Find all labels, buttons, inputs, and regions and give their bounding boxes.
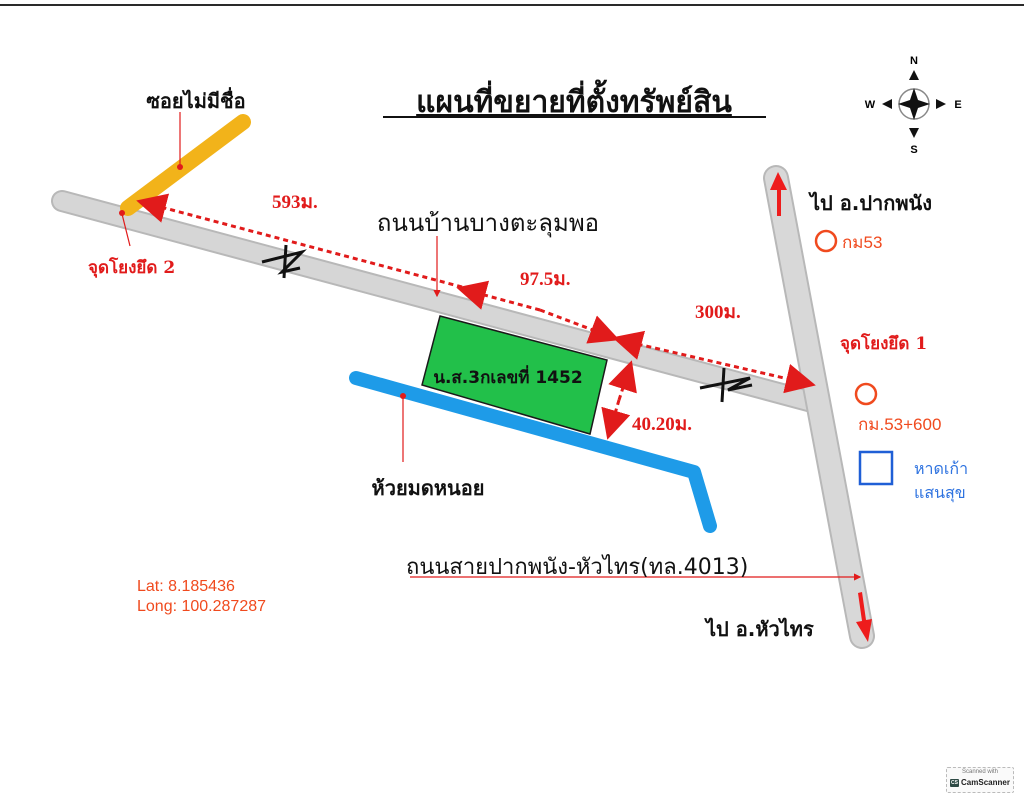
south-arrow-icon — [856, 592, 872, 642]
dimension-40-20-b — [601, 399, 631, 440]
dimension-593 — [136, 193, 463, 289]
dimension-97-5-b — [539, 308, 620, 344]
compass-e: E — [954, 99, 961, 111]
road-break-symbol — [261, 244, 307, 279]
label-landmark-1: หาดเก้า — [914, 459, 968, 478]
dimension-40-20-a — [608, 360, 637, 401]
label-97-5: 97.5ม. — [520, 269, 571, 290]
dimension-300-start — [612, 330, 646, 360]
dimension-97-5-a — [456, 280, 541, 312]
main-road — [51, 190, 823, 413]
compass-n: N — [910, 55, 918, 67]
top-border-line — [0, 4, 1024, 6]
label-point2: จุดโยงยึด 2 — [88, 257, 175, 278]
watermark-brand: CS CamScanner — [947, 777, 1013, 788]
north-arrow-icon — [770, 172, 787, 216]
stream-line — [349, 371, 717, 533]
leader-soi-dot — [177, 164, 183, 170]
label-km53-600: กม.53+600 — [858, 415, 941, 434]
label-km53: กม53 — [842, 233, 882, 252]
label-stream: ห้วยมดหนอย — [372, 476, 485, 500]
leader-stream-dot — [400, 393, 406, 399]
compass-icon — [882, 70, 946, 138]
compass-s: S — [910, 144, 917, 156]
coord-long: Long: 100.287287 — [137, 598, 266, 615]
road-break-symbol — [699, 367, 753, 403]
landmark-square-icon — [858, 450, 894, 486]
km53-600-circle-icon — [854, 382, 878, 406]
leader-point2-dot — [119, 210, 125, 216]
label-point1: จุดโยงยึด 1 — [840, 333, 927, 354]
label-300: 300ม. — [695, 302, 741, 323]
label-side-soi: ซอยไม่มีชื่อ — [146, 86, 245, 113]
km53-circle-icon — [814, 229, 838, 253]
compass-w: W — [865, 99, 876, 111]
label-main-road: ถนนบ้านบางตะลุมพอ — [377, 209, 599, 238]
label-to-north: ไป อ.ปากพนัง — [808, 191, 932, 215]
label-parcel: น.ส.3กเลขที่ 1452 — [433, 365, 582, 388]
label-40-20: 40.20ม. — [632, 414, 692, 435]
highway-road — [763, 165, 875, 649]
leader-point2 — [121, 213, 131, 247]
map-title: แผนที่ขยายที่ตั้งทรัพย์สิน — [416, 79, 732, 120]
camscanner-watermark: Scanned with CS CamScanner — [946, 767, 1014, 793]
label-landmark-2: แสนสุข — [914, 483, 966, 503]
label-highway: ถนนสายปากพนัง-หัวไทร(ทล.4013) — [406, 554, 748, 580]
dimension-300 — [619, 338, 816, 394]
watermark-line1: Scanned with — [961, 769, 999, 775]
camscanner-logo-icon: CS — [950, 778, 960, 787]
side-soi-road — [120, 114, 251, 216]
coord-lat: Lat: 8.185436 — [137, 578, 235, 595]
parcel-polygon — [421, 315, 608, 435]
label-593: 593ม. — [272, 192, 318, 213]
watermark-brand-text: CamScanner — [961, 778, 1010, 787]
label-to-south: ไป อ.หัวไทร — [704, 617, 814, 641]
